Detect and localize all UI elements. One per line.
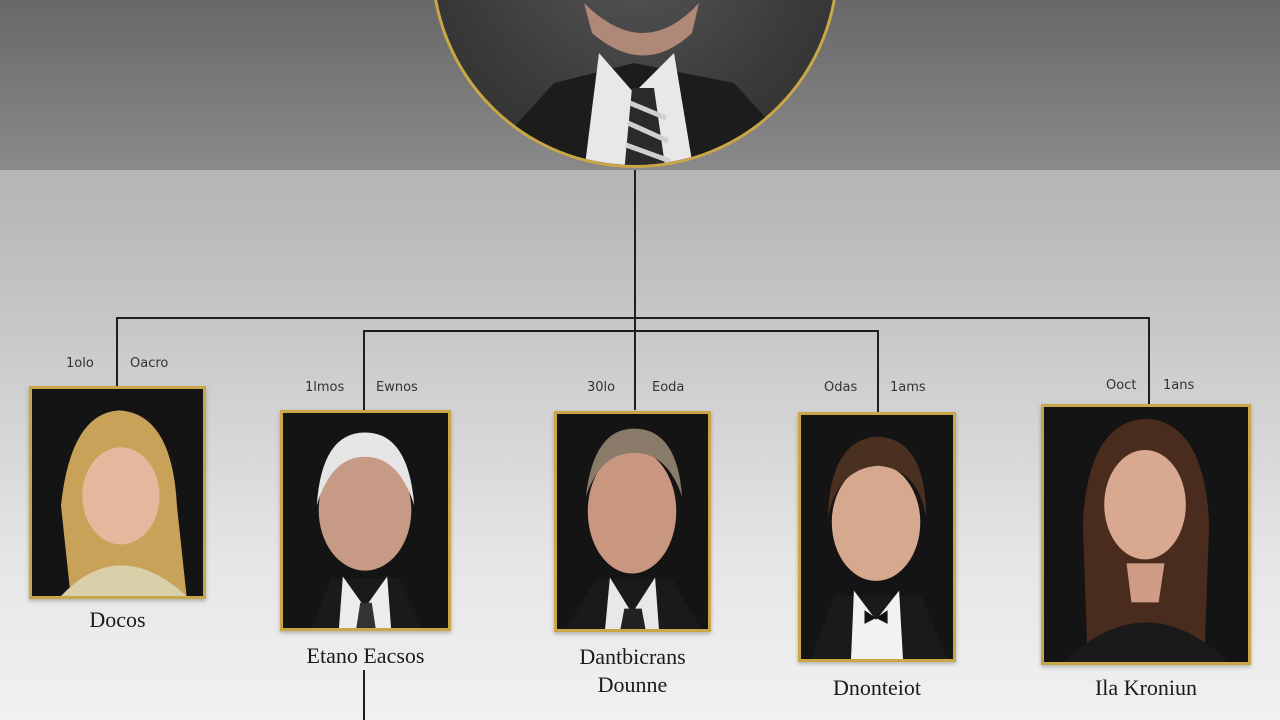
member-5-label-right: 1ans <box>1163 378 1195 393</box>
outer-branch-line <box>116 317 1150 319</box>
inner-branch-line <box>363 330 879 332</box>
root-portrait[interactable] <box>431 0 839 168</box>
member-2-label-left: 1lmos <box>305 380 345 395</box>
member-1-portrait[interactable] <box>29 386 206 599</box>
member-1-name: Docos <box>89 607 146 632</box>
member-4-label-right: 1ams <box>890 380 926 395</box>
drop-line-2 <box>363 330 365 411</box>
member-1-label-left: 1olo <box>66 356 94 371</box>
member-3-label-right: Eoda <box>652 380 685 395</box>
member-5-name: Ila Kroniun <box>1094 675 1198 700</box>
member-5-portrait[interactable] <box>1041 404 1251 665</box>
member-2-name: Etano Eacsos <box>306 643 425 668</box>
trunk-line <box>634 170 636 410</box>
member-3-image <box>566 428 702 629</box>
member-4-portrait[interactable] <box>798 412 956 662</box>
bottom-descendant-line <box>363 670 365 720</box>
member-4-image <box>810 436 948 659</box>
drop-line-5 <box>1148 317 1150 406</box>
member-1-image <box>60 410 187 596</box>
member-3-label-left: 30lo <box>587 380 616 395</box>
member-4-label-left: Odas <box>824 380 858 395</box>
member-5-image <box>1063 418 1229 662</box>
root-person-image <box>479 3 809 165</box>
member-1-label-right: Oacro <box>130 356 169 371</box>
drop-line-1 <box>116 317 118 387</box>
member-3-portrait[interactable] <box>554 411 711 632</box>
member-4-name: Dnonteiot <box>833 675 921 700</box>
member-3-name: Dantbicrans Dounne <box>579 644 686 697</box>
member-2-image <box>311 432 423 628</box>
drop-line-4 <box>877 330 879 413</box>
member-2-label-right: Ewnos <box>376 380 418 395</box>
member-5-label-left: Ooct <box>1106 378 1137 393</box>
member-2-portrait[interactable] <box>280 410 451 631</box>
